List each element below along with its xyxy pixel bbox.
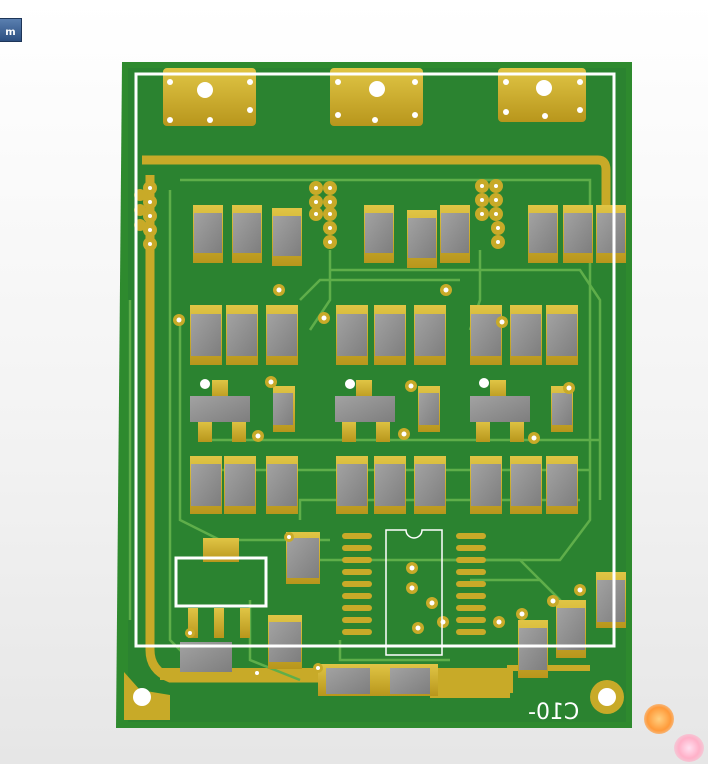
- bottom-resistors: [313, 663, 438, 696]
- board-inner: [128, 68, 626, 722]
- ic-left-pins: [342, 533, 372, 635]
- lens-glare-secondary: [674, 734, 704, 762]
- view-toolbar-button[interactable]: m: [0, 18, 22, 42]
- ic-center-vias: [406, 562, 449, 634]
- mounting-holes: [133, 680, 624, 714]
- terminal-pads-top: [163, 68, 586, 126]
- terminal-vias: [167, 79, 583, 123]
- scattered-vias: [173, 284, 575, 444]
- view-toolbar-label: m: [5, 27, 16, 38]
- smd-row-2: [190, 305, 578, 365]
- silkscreen-outlines: [134, 72, 616, 648]
- silkscreen-ic-outline: [385, 529, 443, 656]
- copper-bottom-bus-right: [430, 668, 510, 698]
- silk-label-text: C10-: [528, 700, 580, 725]
- board-silk-label: C10-: [528, 699, 590, 727]
- misc-vias: [185, 532, 294, 678]
- transistor-groups: [190, 380, 573, 442]
- bottom-right-components: [493, 572, 626, 678]
- smd-row-3: [190, 456, 578, 514]
- via-holes: [148, 184, 500, 246]
- copper-ring-top: [142, 155, 611, 260]
- lens-glare: [644, 704, 674, 734]
- ic-right-pins: [456, 533, 486, 635]
- copper-trace-right: [440, 665, 590, 693]
- smd-row-1: [193, 205, 626, 268]
